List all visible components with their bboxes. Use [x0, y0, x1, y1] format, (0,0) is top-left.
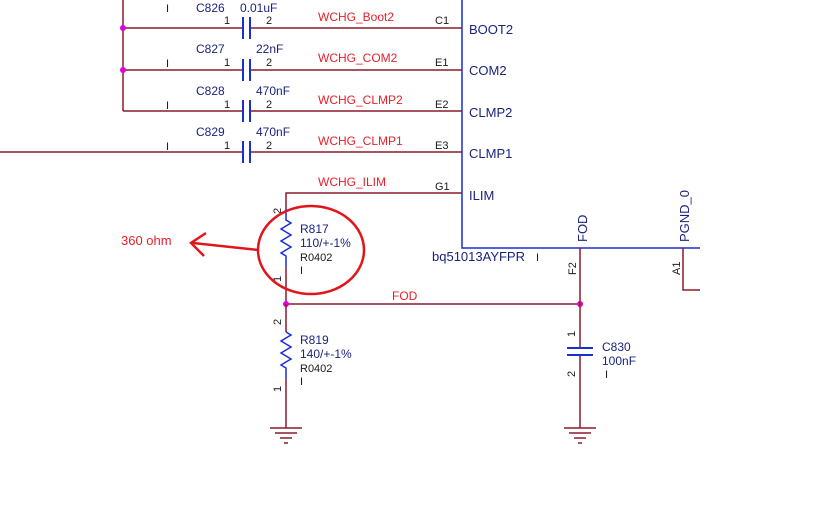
- c828-value: 470nF: [256, 84, 290, 98]
- r819-zigzag: [279, 331, 293, 380]
- pgnd-pin-wire: [682, 248, 700, 291]
- c827-ref: C827: [196, 42, 225, 56]
- chip-bq51013: BOOT2 C1 COM2 E1 CLMP2 E2 CLMP1 E3 ILIM …: [432, 0, 700, 275]
- junction-dot-boot2: [120, 25, 126, 31]
- r817-pin-bottom: 1: [272, 276, 284, 282]
- c826-pin1: 1: [224, 15, 230, 27]
- r819-ref: R819: [300, 333, 329, 347]
- r817-value: 110/+-1%: [300, 236, 351, 250]
- capacitor-c828: C828 470nF I 1 2 WCHG_CLMP2: [123, 84, 462, 122]
- annotation-arrow-shaft: [192, 241, 259, 252]
- c828-ref: C828: [196, 84, 225, 98]
- c827-pin2: 2: [266, 57, 272, 69]
- c829-ref: C829: [196, 125, 225, 139]
- net-fod: FOD: [392, 289, 418, 303]
- c828-mark: I: [166, 100, 169, 112]
- r817-pin-top: 2: [272, 208, 284, 214]
- chip-ball-f2: F2: [567, 262, 579, 275]
- c828-pin1: 1: [224, 99, 230, 111]
- junction-dot-com2: [120, 67, 126, 73]
- chip-instance-mark: I: [536, 252, 539, 264]
- c830-mark: I: [605, 369, 608, 381]
- c826-pin2: 2: [266, 15, 272, 27]
- annotation-markup: 360 ohm: [121, 204, 366, 296]
- net-wchg-com2: WCHG_COM2: [318, 51, 398, 65]
- resistor-r817: 2 R817 110/+-1% R0402 I 1: [272, 208, 351, 304]
- chip-ball-g1: G1: [435, 181, 450, 193]
- c827-mark: I: [166, 58, 169, 70]
- c827-pin1: 1: [224, 57, 230, 69]
- annotation-text: 360 ohm: [121, 233, 172, 248]
- c830-pin-bottom: 2: [566, 371, 578, 377]
- annotation-circle: [256, 204, 366, 296]
- chip-pin-com2: COM2: [469, 63, 507, 78]
- capacitor-c826: I C826 0.01uF 1 2 WCHG_Boot2: [123, 1, 462, 39]
- chip-outline: [461, 0, 700, 249]
- resistor-r819: 2 R819 140/+-1% R0402 I 1: [272, 304, 352, 428]
- chip-ball-a1: A1: [671, 262, 683, 275]
- capacitor-c827: C827 22nF I 1 2 WCHG_COM2: [123, 42, 462, 81]
- c829-mark: I: [166, 141, 169, 153]
- chip-pin-fod: FOD: [575, 215, 590, 242]
- c830-value: 100nF: [602, 354, 636, 368]
- chip-ball-e3: E3: [435, 140, 448, 152]
- c829-pin2: 2: [266, 140, 272, 152]
- r819-pin-top: 2: [272, 319, 284, 325]
- ground-symbol-right: [564, 427, 596, 444]
- ilim-wire: [285, 192, 462, 208]
- net-wchg-clmp1: WCHG_CLMP1: [318, 134, 403, 148]
- chip-pin-clmp1: CLMP1: [469, 146, 512, 161]
- chip-pin-pgnd0: PGND_0: [677, 190, 692, 242]
- chip-part-number: bq51013AYFPR: [432, 249, 525, 264]
- net-wchg-clmp2: WCHG_CLMP2: [318, 93, 403, 107]
- c829-pin1: 1: [224, 140, 230, 152]
- chip-pin-ilim: ILIM: [469, 188, 494, 203]
- r817-mark: I: [300, 265, 303, 277]
- c828-pin2: 2: [266, 99, 272, 111]
- net-wchg-boot2: WCHG_Boot2: [318, 10, 394, 24]
- c827-value: 22nF: [256, 42, 283, 56]
- chip-ball-c1: C1: [435, 15, 449, 27]
- r817-package: R0402: [300, 252, 332, 264]
- r819-pin-bottom: 1: [272, 386, 284, 392]
- r819-mark: I: [300, 376, 303, 388]
- c829-value: 470nF: [256, 125, 290, 139]
- c830-ref: C830: [602, 340, 631, 354]
- net-wchg-ilim: WCHG_ILIM: [318, 175, 386, 189]
- c826-mark: I: [166, 3, 169, 15]
- c830-pin-top: 1: [566, 331, 578, 337]
- chip-ball-e1: E1: [435, 57, 448, 69]
- r817-zigzag: [279, 208, 293, 268]
- ground-symbol-left: [270, 427, 302, 444]
- annotation-arrow-head: [189, 231, 207, 257]
- capacitor-c830: 1 C830 100nF I 2: [566, 304, 636, 428]
- r819-value: 140/+-1%: [300, 347, 352, 361]
- chip-pin-clmp2: CLMP2: [469, 105, 512, 120]
- chip-pin-boot2: BOOT2: [469, 22, 513, 37]
- r819-package: R0402: [300, 363, 332, 375]
- c826-value: 0.01uF: [240, 1, 277, 15]
- chip-ball-e2: E2: [435, 99, 448, 111]
- c826-ref: C826: [196, 1, 225, 15]
- capacitor-c829: C829 470nF I 1 2 WCHG_CLMP1: [0, 125, 462, 163]
- r817-ref: R817: [300, 222, 329, 236]
